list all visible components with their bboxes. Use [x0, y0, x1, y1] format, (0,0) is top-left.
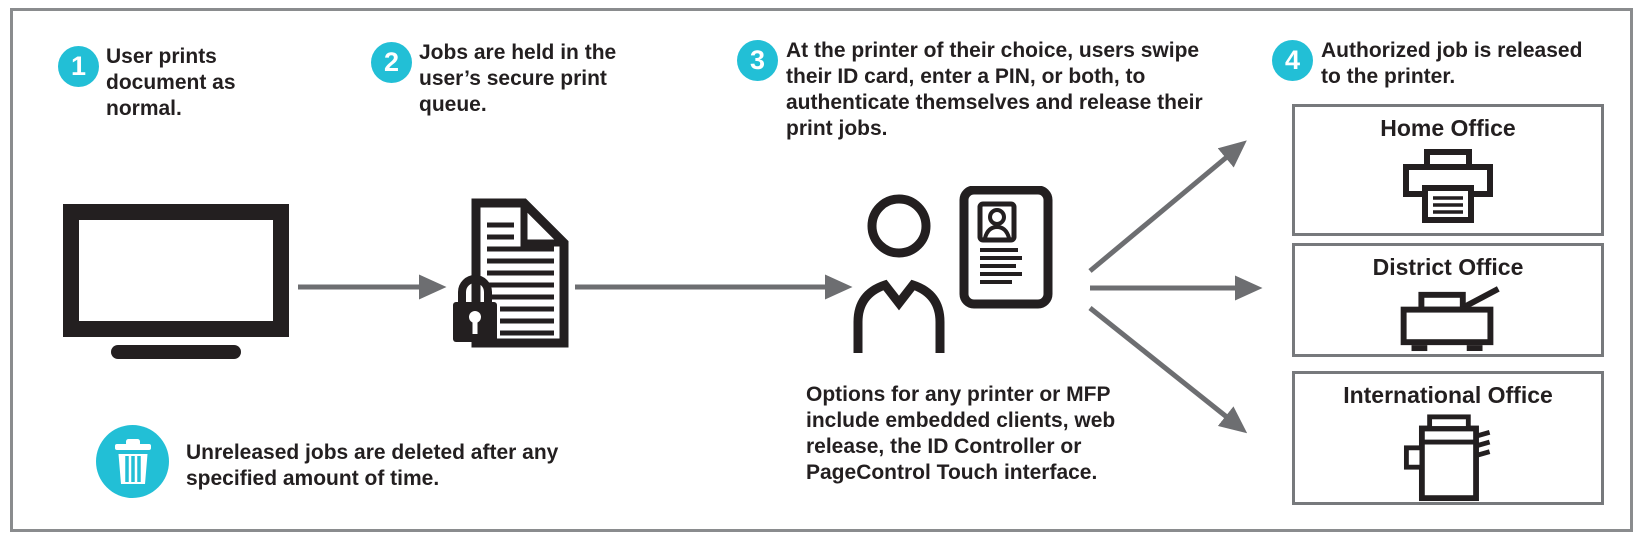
arrow-to-home-office	[1088, 140, 1247, 273]
arrow-step2-to-step3	[575, 274, 853, 300]
step-3-badge: 3	[737, 40, 778, 81]
office-box-district: District Office	[1292, 243, 1604, 357]
office-title-district: District Office	[1372, 254, 1524, 280]
step-4-badge: 4	[1272, 40, 1313, 81]
step-4-text: Authorized job is released to the printe…	[1321, 39, 1583, 88]
office-title-international: International Office	[1343, 382, 1553, 408]
step-1-badge: 1	[58, 46, 99, 87]
copier-icon	[1403, 414, 1491, 502]
user-icon	[853, 194, 945, 353]
options-note: Options for any printer or MFP include e…	[806, 383, 1116, 484]
diagram-border	[10, 8, 1633, 532]
trash-icon	[114, 438, 151, 484]
printer-icon	[1403, 149, 1493, 223]
step-2-text: Jobs are held in the user’s secure print…	[419, 41, 617, 116]
fan-arrows	[1088, 140, 1263, 434]
locked-document-icon	[453, 198, 569, 348]
step-1-text: User prints document as normal.	[106, 45, 236, 120]
step-2-badge: 2	[371, 42, 412, 83]
monitor-icon	[63, 204, 289, 359]
arrow-step1-to-step2	[298, 274, 447, 300]
deletion-note: Unreleased jobs are deleted after any sp…	[186, 441, 559, 490]
fax-printer-icon	[1400, 286, 1500, 352]
office-box-international: International Office	[1292, 371, 1604, 505]
padlock-icon	[453, 275, 497, 342]
arrow-to-international-office	[1088, 306, 1248, 434]
office-box-home: Home Office	[1292, 104, 1604, 236]
step-3-text: At the printer of their choice, users sw…	[786, 39, 1203, 140]
user-id-card-icon	[853, 186, 1053, 353]
office-title-home: Home Office	[1380, 115, 1516, 141]
trash-badge	[96, 425, 169, 498]
id-card-icon	[959, 186, 1053, 309]
